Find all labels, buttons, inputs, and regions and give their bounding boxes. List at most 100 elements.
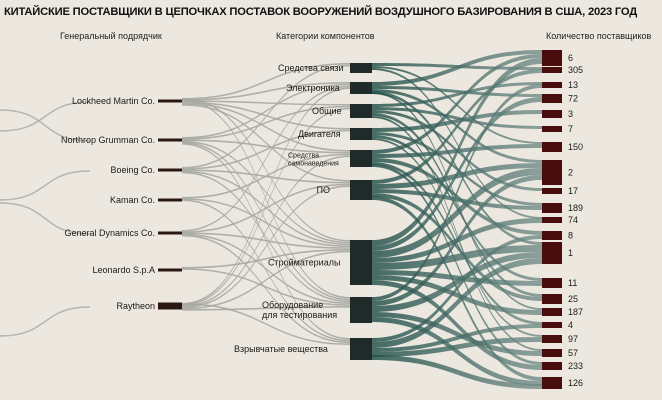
flow-test-to-count xyxy=(372,84,542,301)
flow-ray-elec xyxy=(182,87,350,305)
count-bar-3 xyxy=(542,94,562,103)
count-bar-18 xyxy=(542,349,562,357)
contractor-bar-ray xyxy=(158,302,182,310)
count-bar-10 xyxy=(542,217,562,223)
flow-ray-test xyxy=(182,306,350,311)
count-bar-8 xyxy=(542,188,562,194)
flow-expl-to-count xyxy=(372,258,542,348)
flow-expl-to-count xyxy=(372,235,542,342)
category-label-eng: Двигателя xyxy=(298,129,341,139)
flow-gd-test xyxy=(182,233,350,304)
flow-ray-expl xyxy=(182,303,350,345)
category-bar-hom xyxy=(350,150,372,167)
contractor-label-kam: Kaman Co. xyxy=(110,195,155,205)
count-bar-17 xyxy=(542,335,562,343)
flow-leo-mat xyxy=(182,249,350,269)
count-bar-4 xyxy=(542,110,562,118)
flow-mat-to-count xyxy=(372,168,542,258)
count-bar-19 xyxy=(542,362,562,370)
flow-kam-mat xyxy=(182,198,350,247)
flow-mat-to-count xyxy=(372,58,542,246)
flow-eng-to-count xyxy=(372,135,542,281)
count-bar-0 xyxy=(542,50,562,66)
count-bar-7 xyxy=(542,160,562,185)
count-label: 13 xyxy=(568,80,578,90)
count-bar-13 xyxy=(542,278,562,288)
count-bar-11 xyxy=(542,231,562,240)
flow-test-to-count xyxy=(372,317,542,386)
category-bar-test xyxy=(350,297,372,323)
count-label: 126 xyxy=(568,378,583,388)
flow-elec-to-count xyxy=(372,50,542,86)
flow-expl-to-count xyxy=(372,324,542,352)
flow-ng-test xyxy=(182,141,350,301)
count-label: 4 xyxy=(568,320,573,330)
contractor-bar-ng xyxy=(158,138,182,142)
contractor-label-gd: General Dynamics Co. xyxy=(64,228,155,238)
flow-lm-hom xyxy=(182,102,350,152)
contractor-flows xyxy=(182,63,350,345)
flow-eng-to-count xyxy=(372,132,542,206)
flow-mat-to-count xyxy=(372,245,542,270)
category-flows xyxy=(372,50,542,389)
flow-gd-sw xyxy=(182,183,350,233)
contractor-label-boe: Boeing Co. xyxy=(110,165,155,175)
count-bar-15 xyxy=(542,308,562,316)
flow-mat-to-count xyxy=(372,97,542,251)
category-label-expl: Взрывчатые вещества xyxy=(234,344,328,354)
count-bar-14 xyxy=(542,294,562,304)
count-bar-12 xyxy=(542,242,562,264)
flow-ray-gen xyxy=(182,107,350,306)
category-bar-sw xyxy=(350,180,372,200)
contractor-bar-boe xyxy=(158,168,182,172)
category-label-mat: Стройматериалы xyxy=(268,258,340,268)
flow-eng-to-count xyxy=(372,138,542,337)
category-bar-expl xyxy=(350,338,372,360)
count-label: 97 xyxy=(568,334,578,344)
flow-mat-to-count xyxy=(372,270,542,286)
flow-lm-comm xyxy=(182,63,350,100)
flow-hom-to-count xyxy=(372,54,542,154)
contractor-bar-kam xyxy=(158,198,182,202)
flow-ng-mat xyxy=(182,140,350,244)
flow-hom-to-count xyxy=(372,158,542,235)
flow-comm-to-count xyxy=(372,68,542,219)
count-label: 189 xyxy=(568,203,583,213)
count-label: 2 xyxy=(568,168,573,178)
category-bar-comm xyxy=(350,63,372,73)
stub-ray xyxy=(0,306,91,337)
category-bar-mat xyxy=(350,240,372,285)
category-label-gen: Общие xyxy=(312,106,342,116)
count-label: 1 xyxy=(568,248,573,258)
count-label: 150 xyxy=(568,142,583,152)
category-bar-gen xyxy=(350,104,372,118)
count-bar-6 xyxy=(542,142,562,152)
flow-lm-mat xyxy=(182,98,350,242)
chart-title: КИТАЙСКИЕ ПОСТАВЩИКИ В ЦЕПОЧКАХ ПОСТАВОК… xyxy=(4,6,638,18)
count-bar-20 xyxy=(542,377,562,389)
stub-ng xyxy=(0,109,91,142)
contractor-nodes: Lockheed Martin Co.Northrop Grumman Co.B… xyxy=(61,96,182,311)
flow-boe-comm xyxy=(182,64,350,169)
count-bar-9 xyxy=(542,203,562,213)
flow-lm-test xyxy=(182,99,350,299)
count-label: 3 xyxy=(568,109,573,119)
count-label: 11 xyxy=(568,278,577,288)
flow-gd-elec xyxy=(182,85,350,232)
category-label-sw: ПО xyxy=(317,185,330,195)
category-label-elec: Электроника xyxy=(286,83,340,93)
contractor-label-lm: Lockheed Martin Co. xyxy=(72,96,155,106)
flow-test-to-count xyxy=(372,252,542,312)
contractor-bar-lm xyxy=(158,99,182,103)
flow-ng-hom xyxy=(182,139,350,154)
category-label-comm: Средства связи xyxy=(278,63,344,73)
flow-ng-gen xyxy=(182,105,350,140)
flow-sw-to-count xyxy=(372,189,542,210)
count-label: 6 xyxy=(568,53,573,63)
flow-hom-to-count xyxy=(372,162,542,325)
count-label: 233 xyxy=(568,361,583,371)
category-nodes: Средства связиЭлектроникаОбщиеДвигателяС… xyxy=(234,63,372,360)
flow-lm-gen xyxy=(182,100,350,106)
